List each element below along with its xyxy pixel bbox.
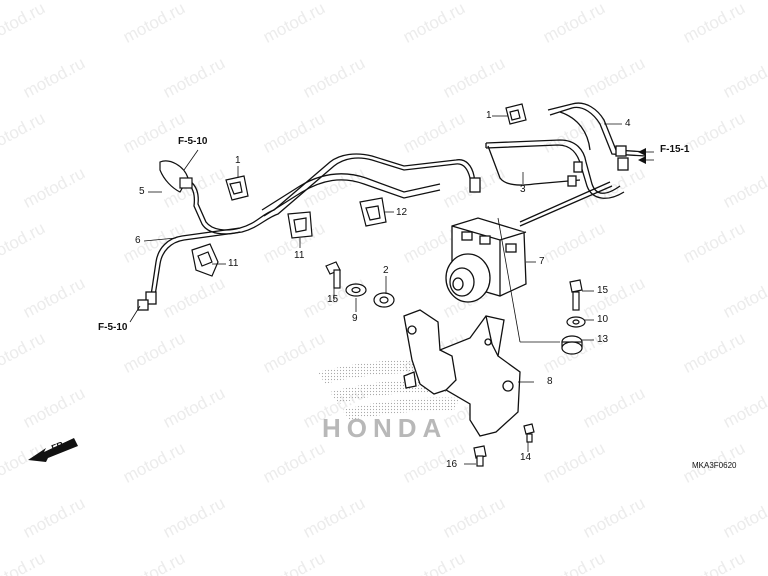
rubber-mount-part-13: [561, 335, 583, 355]
callout-15-right: 15: [597, 285, 609, 296]
ref-label-right: F-15-1: [660, 144, 690, 155]
callout-10: 10: [597, 314, 609, 325]
brake-pipe-left: [137, 153, 481, 311]
bolt-part-16: [473, 445, 487, 467]
honda-brand-text: HONDA: [322, 413, 448, 443]
callout-11-center: 11: [294, 250, 305, 261]
direction-arrow: [28, 438, 78, 462]
callout-16: 16: [446, 459, 458, 470]
callout-13: 13: [597, 334, 609, 345]
ref-label-bottom-left: F-5-10: [98, 322, 128, 333]
leader-lines: [129, 115, 654, 465]
clamp-part-1: [225, 103, 527, 201]
bolt-part-15-left: [325, 261, 341, 289]
brake-pipe-right: [485, 102, 647, 227]
diagram-code: MKA3F0620: [692, 461, 737, 470]
callout-1-right: 1: [486, 110, 492, 121]
washer-part-9: [345, 283, 367, 297]
callout-15-left: 15: [327, 294, 339, 305]
callout-1-left: 1: [235, 155, 241, 166]
callout-5: 5: [139, 186, 145, 197]
abs-modulator-part-7: [445, 217, 527, 303]
bracket-part-12: [359, 197, 387, 227]
callout-11-left: 11: [228, 258, 239, 269]
bolt-part-14: [523, 423, 535, 443]
bolt-part-15-right: [569, 279, 583, 311]
callout-6: 6: [135, 235, 141, 246]
bracket-part-11: [191, 211, 313, 277]
hose-part-5: [159, 160, 193, 193]
callout-3: 3: [520, 184, 526, 195]
ref-label-top-left: F-5-10: [178, 136, 208, 147]
collar-part-10: [566, 316, 586, 328]
callout-7: 7: [539, 256, 545, 267]
ref-arrows-right: [638, 148, 646, 164]
bracket-part-8: [403, 309, 521, 437]
callout-9: 9: [352, 313, 358, 324]
callout-2: 2: [383, 265, 389, 276]
callout-4: 4: [625, 118, 631, 129]
callout-14: 14: [520, 452, 532, 463]
collar-part-2: [373, 292, 395, 308]
callout-12: 12: [396, 207, 408, 218]
callout-8: 8: [547, 376, 553, 387]
